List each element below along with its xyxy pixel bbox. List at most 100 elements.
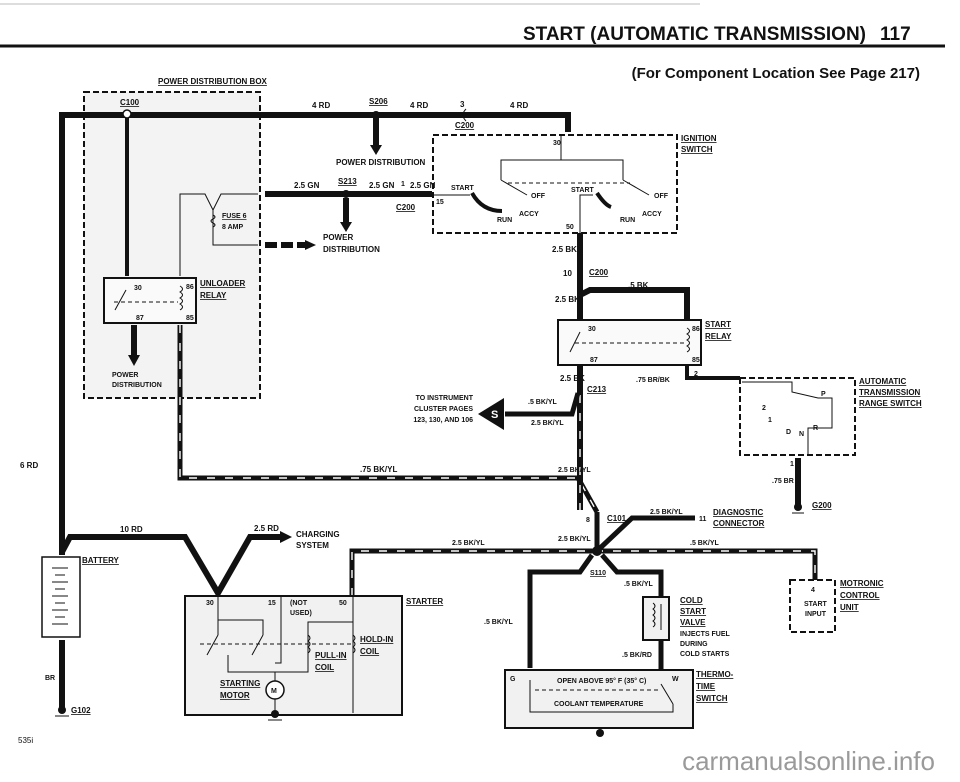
wire-label: 2.5 GN [294, 181, 320, 190]
wire-diagnostic [595, 515, 695, 553]
model-label: 535i [18, 736, 33, 745]
battery-cells-icon [52, 567, 68, 625]
wire-stripe [351, 550, 816, 596]
power-distribution-label: POWER DISTRIBUTION [336, 158, 426, 167]
wire-5bkyl-tts [527, 553, 595, 668]
ground-icon [794, 503, 802, 511]
start-relay [557, 319, 702, 366]
switch-contact-icon [622, 179, 650, 196]
wire-5bkyl-csv [600, 553, 664, 597]
switch-position-label: OFF [531, 193, 546, 200]
thermo-time-label: TIME [696, 682, 716, 691]
wire-label: 2.5 GN [369, 181, 395, 190]
starting-motor-label: STARTING [220, 679, 260, 688]
motronic-control-unit [789, 579, 836, 633]
range-position: D [786, 429, 791, 436]
range-position: 2 [762, 405, 766, 412]
switch-position-label: OFF [654, 193, 669, 200]
relay-contact-icon [114, 289, 127, 311]
thermo-time-label: SWITCH [696, 694, 728, 703]
power-distribution-label: DISTRIBUTION [112, 382, 162, 389]
connector-c200-icon [462, 108, 467, 122]
relay-coil-icon [179, 285, 183, 311]
c213-label: C213 [587, 385, 607, 394]
arrow-right-icon [305, 240, 316, 250]
wire-label: BR [45, 675, 55, 682]
wire-label: .75 BR/BK [636, 377, 670, 384]
ignition-switch [432, 134, 678, 234]
wire-4rd [59, 112, 571, 555]
pin-label: 30 [553, 140, 561, 147]
wire-label: .5 BK/YL [624, 581, 654, 588]
pin-label: 11 [699, 516, 707, 523]
wire-bus-bkyl [349, 548, 818, 596]
battery [41, 556, 81, 638]
cold-start-label: VALVE [680, 618, 706, 627]
ground-icon [58, 706, 66, 714]
fuse-icon [210, 214, 216, 228]
page-number: 117 [880, 24, 911, 45]
wire-label: .5 BK/YL [484, 619, 514, 626]
ground-icon [596, 729, 604, 737]
pin-label: 4 [811, 587, 815, 594]
relay-coil-icon [686, 327, 690, 353]
cold-start-note: DURING [680, 641, 708, 648]
wire-label: 2.5 BK/YL [650, 509, 683, 516]
not-used-label: USED) [290, 610, 312, 617]
switch-wire [500, 135, 562, 180]
instrument-cluster-label: CLUSTER PAGES [414, 406, 473, 413]
motronic-label: UNIT [840, 603, 859, 612]
motronic-label: CONTROL [840, 591, 880, 600]
motor-icon [265, 680, 285, 700]
wire-label: 2.5 BK/YL [558, 467, 591, 474]
thermo-open-label: OPEN ABOVE 95° F (35° C) [557, 677, 646, 685]
charging-system-label: CHARGING [296, 530, 340, 539]
range-position: R [813, 425, 818, 432]
instrument-cluster-label: TO INSTRUMENT [416, 395, 474, 402]
pin-label: 30 [206, 600, 214, 607]
cold-start-note: INJECTS FUEL [680, 631, 731, 638]
pin-label: 10 [563, 269, 572, 278]
ground-icon [271, 710, 279, 718]
wire-label: .5 BK/YL [528, 399, 558, 406]
range-switch-contact [742, 381, 833, 455]
hold-in-coil-icon [352, 634, 356, 654]
solenoid-contact-icon [251, 634, 264, 656]
wire-label: 6 RD [20, 461, 38, 470]
switch-contact-icon [500, 179, 528, 196]
transmission-range-switch [739, 377, 856, 456]
starter-wire [227, 621, 353, 673]
shield-arrow-icon [478, 398, 504, 430]
g200-label: G200 [812, 501, 832, 510]
pull-in-coil-icon [307, 634, 311, 654]
valve-coil-icon [652, 602, 656, 628]
watermark: carmanualsonline.info [682, 746, 935, 776]
range-switch-label: RANGE SWITCH [859, 399, 922, 408]
power-distribution-label: DISTRIBUTION [323, 245, 380, 254]
diagnostic-connector-label: CONNECTOR [713, 519, 765, 528]
pin-label: 3 [460, 100, 465, 109]
fuse-label: FUSE 6 [222, 213, 247, 220]
wire-stripe [179, 325, 598, 513]
unloader-relay-label: RELAY [200, 291, 227, 300]
switch-position-label: RUN [620, 217, 635, 224]
c200-label: C200 [455, 121, 475, 130]
cold-start-valve [642, 596, 670, 641]
range-position: 1 [768, 417, 772, 424]
wire-label: .5 BK/RD [622, 652, 652, 659]
relay-contact-icon [569, 331, 581, 353]
page-title: START (AUTOMATIC TRANSMISSION) [523, 24, 866, 45]
wire-label: 2.5 BK/YL [558, 536, 591, 543]
start-contact-icon [470, 191, 503, 213]
not-used-label: (NOT [290, 600, 308, 607]
start-relay-label: START [705, 320, 731, 329]
cold-start-note: COLD STARTS [680, 651, 730, 658]
s213-label: S213 [338, 177, 357, 186]
arrow-down-icon [128, 355, 140, 366]
charging-system-label: SYSTEM [296, 541, 329, 550]
wire-label: .5 BK [628, 281, 649, 290]
wire-label: 2.5 BK/YL [452, 540, 485, 547]
c100-connector [122, 109, 132, 119]
pin-label: 30 [588, 326, 596, 333]
